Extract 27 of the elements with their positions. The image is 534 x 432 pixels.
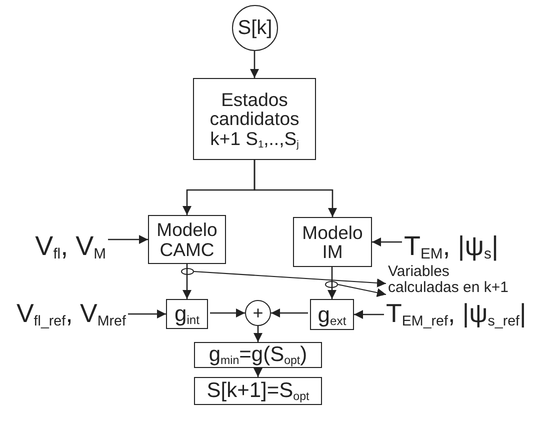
- arrow: [271, 308, 308, 318]
- tap-ellipse: [181, 268, 194, 275]
- circle-node: S[k]: [232, 5, 278, 51]
- arrow: [250, 51, 259, 78]
- process-box: Modelo CAMC: [148, 215, 226, 264]
- text-label: V$_{fl}$, V$_{M}$: [14, 224, 106, 268]
- arrow: [128, 310, 166, 318]
- arrow: [254, 368, 262, 377]
- tap-ellipse: [325, 281, 338, 288]
- process-box: Modelo IM: [293, 217, 372, 267]
- process-box: g$_{min}$=g(S$_{opt}$): [194, 342, 322, 368]
- arrow: [354, 310, 384, 319]
- arrow: [254, 160, 337, 217]
- process-box: S[k+1]=S$_{opt}$: [194, 377, 322, 405]
- leader-line: [338, 284, 386, 298]
- arrow: [182, 264, 192, 299]
- process-box: g$_{ext}$: [310, 299, 354, 330]
- arrow: [108, 235, 148, 244]
- process-box: Estados candidatos k+1 S$_{1}$,..,S$_{j}$: [193, 78, 316, 160]
- text-label: V$_{fl_ref}$, V$_{Mref}$: [2, 292, 126, 336]
- arrow: [210, 308, 245, 318]
- leader-line: [194, 271, 386, 288]
- arrow: [372, 238, 402, 246]
- process-box: g$_{int}$: [166, 299, 208, 329]
- arrow: [254, 326, 262, 342]
- summing-junction: +: [245, 300, 271, 326]
- arrow: [328, 267, 336, 299]
